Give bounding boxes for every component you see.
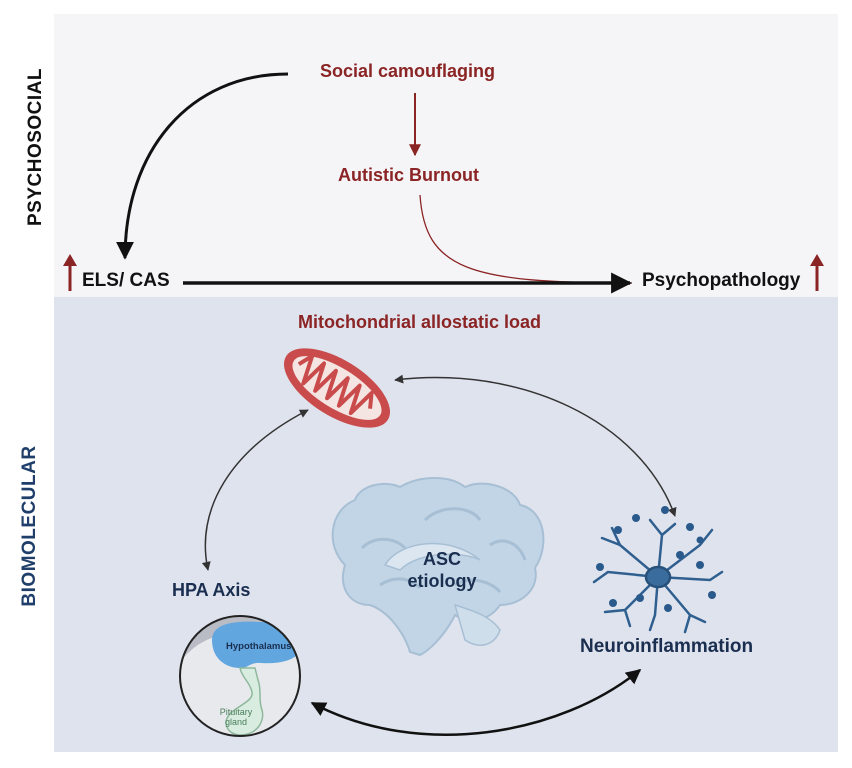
mito-neuroinflammation-arrow	[394, 374, 677, 517]
hpa-axis-label: HPA Axis	[172, 580, 251, 600]
hypothalamus-label: Hypothalamus	[226, 641, 292, 652]
social-camouflaging-label: Social camouflaging	[320, 61, 496, 81]
els-cas-label: ELS/ CAS	[82, 270, 170, 291]
brain-icon	[331, 477, 545, 657]
camouflaging-to-els-arrow	[116, 72, 289, 260]
increase-arrow-icon	[810, 254, 824, 291]
pituitary-line2: gland	[224, 717, 248, 727]
neuroinflammation-label: Neuroinflammation	[580, 636, 754, 657]
mitochondrion-icon	[283, 348, 391, 428]
hpa-axis-icon	[179, 615, 301, 737]
asc-etiology-line1: ASC	[422, 549, 461, 569]
increase-arrow-icon	[63, 254, 77, 291]
asc-etiology-label: ASC etiology	[395, 548, 489, 592]
asc-etiology-line2: etiology	[407, 571, 477, 591]
psychosocial-panel	[54, 14, 838, 297]
autistic-burnout-label: Autistic Burnout	[338, 165, 479, 185]
pituitary-label: Pituitary gland	[212, 707, 260, 727]
psychopathology-label: Psychopathology	[642, 270, 801, 291]
burnout-to-psychopathology-arrow	[419, 194, 633, 284]
neuron-icon	[592, 506, 724, 634]
mito-hpa-arrow	[201, 409, 309, 571]
pituitary-line1: Pituitary	[219, 707, 253, 717]
hpa-neuroinflammation-arrow	[310, 669, 642, 736]
mitochondrial-load-label: Mitochondrial allostatic load	[298, 312, 542, 332]
